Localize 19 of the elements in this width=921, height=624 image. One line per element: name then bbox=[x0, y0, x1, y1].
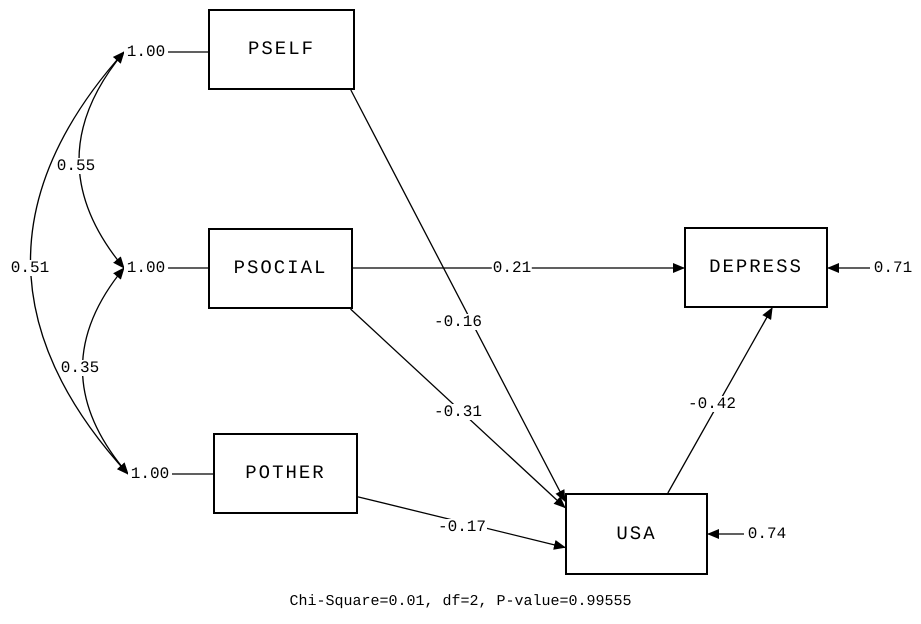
arrow bbox=[667, 307, 773, 494]
edge-label: 0.51 bbox=[10, 260, 50, 276]
connector-line bbox=[168, 267, 208, 269]
connector-line bbox=[168, 51, 208, 53]
arrow bbox=[350, 90, 566, 502]
curved-double-arrow bbox=[30, 51, 129, 475]
arrow bbox=[707, 529, 744, 539]
arrow bbox=[350, 308, 566, 508]
arrow bbox=[353, 263, 685, 273]
variable-box: DEPRESS bbox=[684, 227, 828, 308]
fit-statistics-caption: Chi-Square=0.01, df=2, P-value=0.99555 bbox=[288, 594, 633, 609]
variable-box: USA bbox=[565, 493, 708, 575]
connector-line bbox=[172, 473, 213, 475]
edge-label: 0.35 bbox=[60, 360, 100, 376]
edge-label: 0.55 bbox=[56, 158, 96, 174]
variable-box: PSELF bbox=[208, 9, 355, 90]
variable-box: PSOCIAL bbox=[208, 228, 353, 309]
arrow bbox=[827, 263, 870, 273]
variable-box: POTHER bbox=[213, 433, 358, 514]
